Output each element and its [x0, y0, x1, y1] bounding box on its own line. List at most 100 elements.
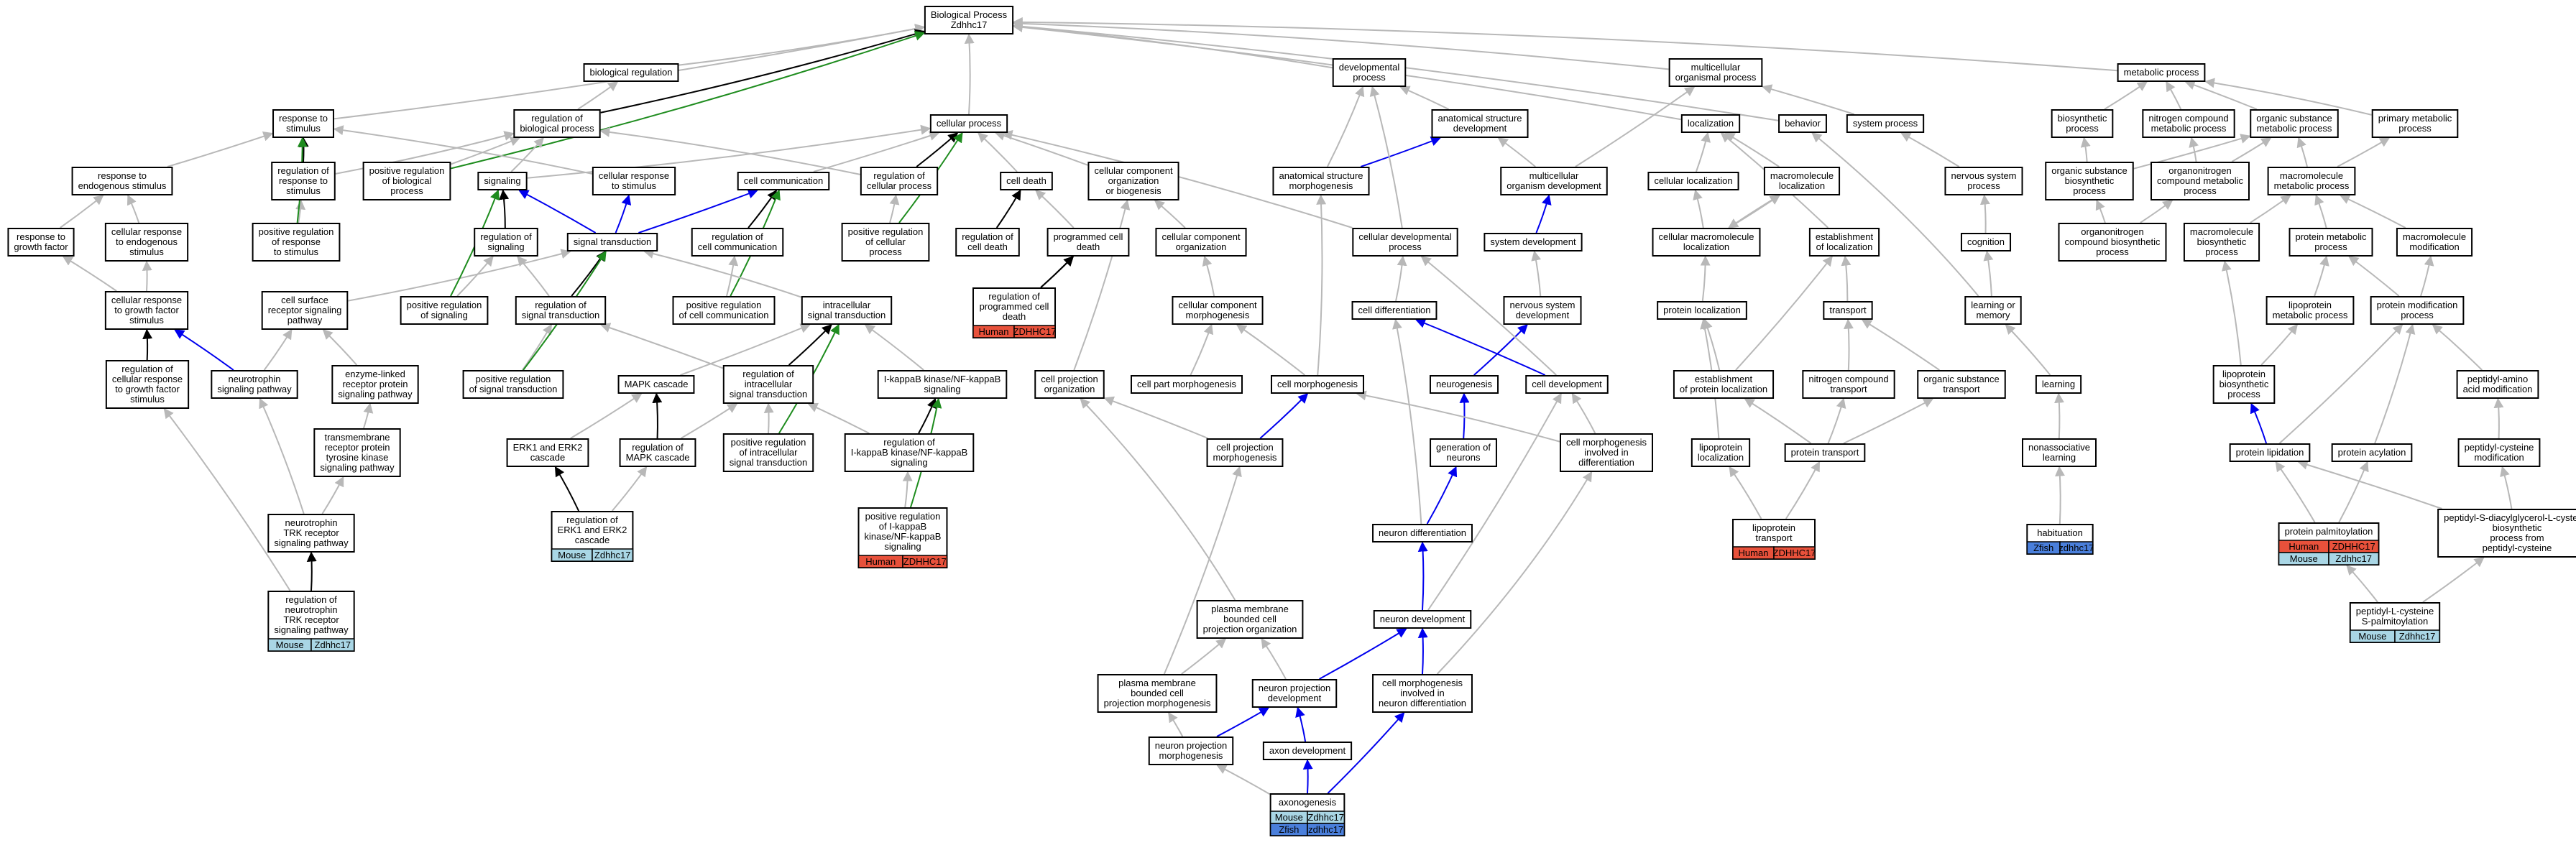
go-term-node-transport[interactable]: transport — [1823, 301, 1873, 320]
go-term-node-localization[interactable]: localization — [1680, 114, 1741, 133]
go-term-node-regikappab[interactable]: regulation ofI-kappaB kinase/NF-kappaBsi… — [844, 433, 975, 472]
go-term-node-cellcomm[interactable]: cell communication — [737, 172, 830, 190]
go-term-node-behavior[interactable]: behavior — [1778, 114, 1827, 133]
go-term-node-celldiff[interactable]: cell differentiation — [1351, 301, 1438, 320]
go-term-node-neurdiff[interactable]: neuron differentiation — [1372, 524, 1473, 542]
go-term-node-mapk[interactable]: MAPK cascade — [617, 375, 695, 394]
go-term-node-axondev[interactable]: axon development — [1262, 742, 1353, 760]
go-term-node-peptslp[interactable]: peptidyl-L-cysteineS-palmitoylationMouse… — [2349, 602, 2441, 643]
go-term-node-biolreg[interactable]: biological regulation — [583, 63, 679, 82]
go-term-node-cellpartmorph[interactable]: cell part morphogenesis — [1130, 375, 1243, 394]
go-term-node-prottrans[interactable]: protein transport — [1784, 443, 1866, 462]
go-term-node-cognition[interactable]: cognition — [1960, 233, 2012, 251]
go-term-node-protacyl[interactable]: protein acylation — [2331, 443, 2413, 462]
go-term-node-peptsdiacyl[interactable]: peptidyl-S-diacylglycerol-L-cysteinebios… — [2437, 509, 2576, 558]
go-term-node-sysdev[interactable]: system development — [1484, 233, 1583, 251]
go-term-node-signaling[interactable]: signaling — [477, 172, 528, 190]
go-term-node-cellproc[interactable]: cellular process — [929, 114, 1008, 133]
go-term-node-learning[interactable]: learning — [2035, 375, 2082, 394]
go-term-node-metab[interactable]: metabolic process — [2117, 63, 2206, 82]
go-term-node-neurdev[interactable]: neuron development — [1373, 610, 1472, 629]
go-term-node-sigtrans[interactable]: signal transduction — [566, 233, 658, 251]
go-term-node-protloc[interactable]: protein localization — [1657, 301, 1747, 320]
